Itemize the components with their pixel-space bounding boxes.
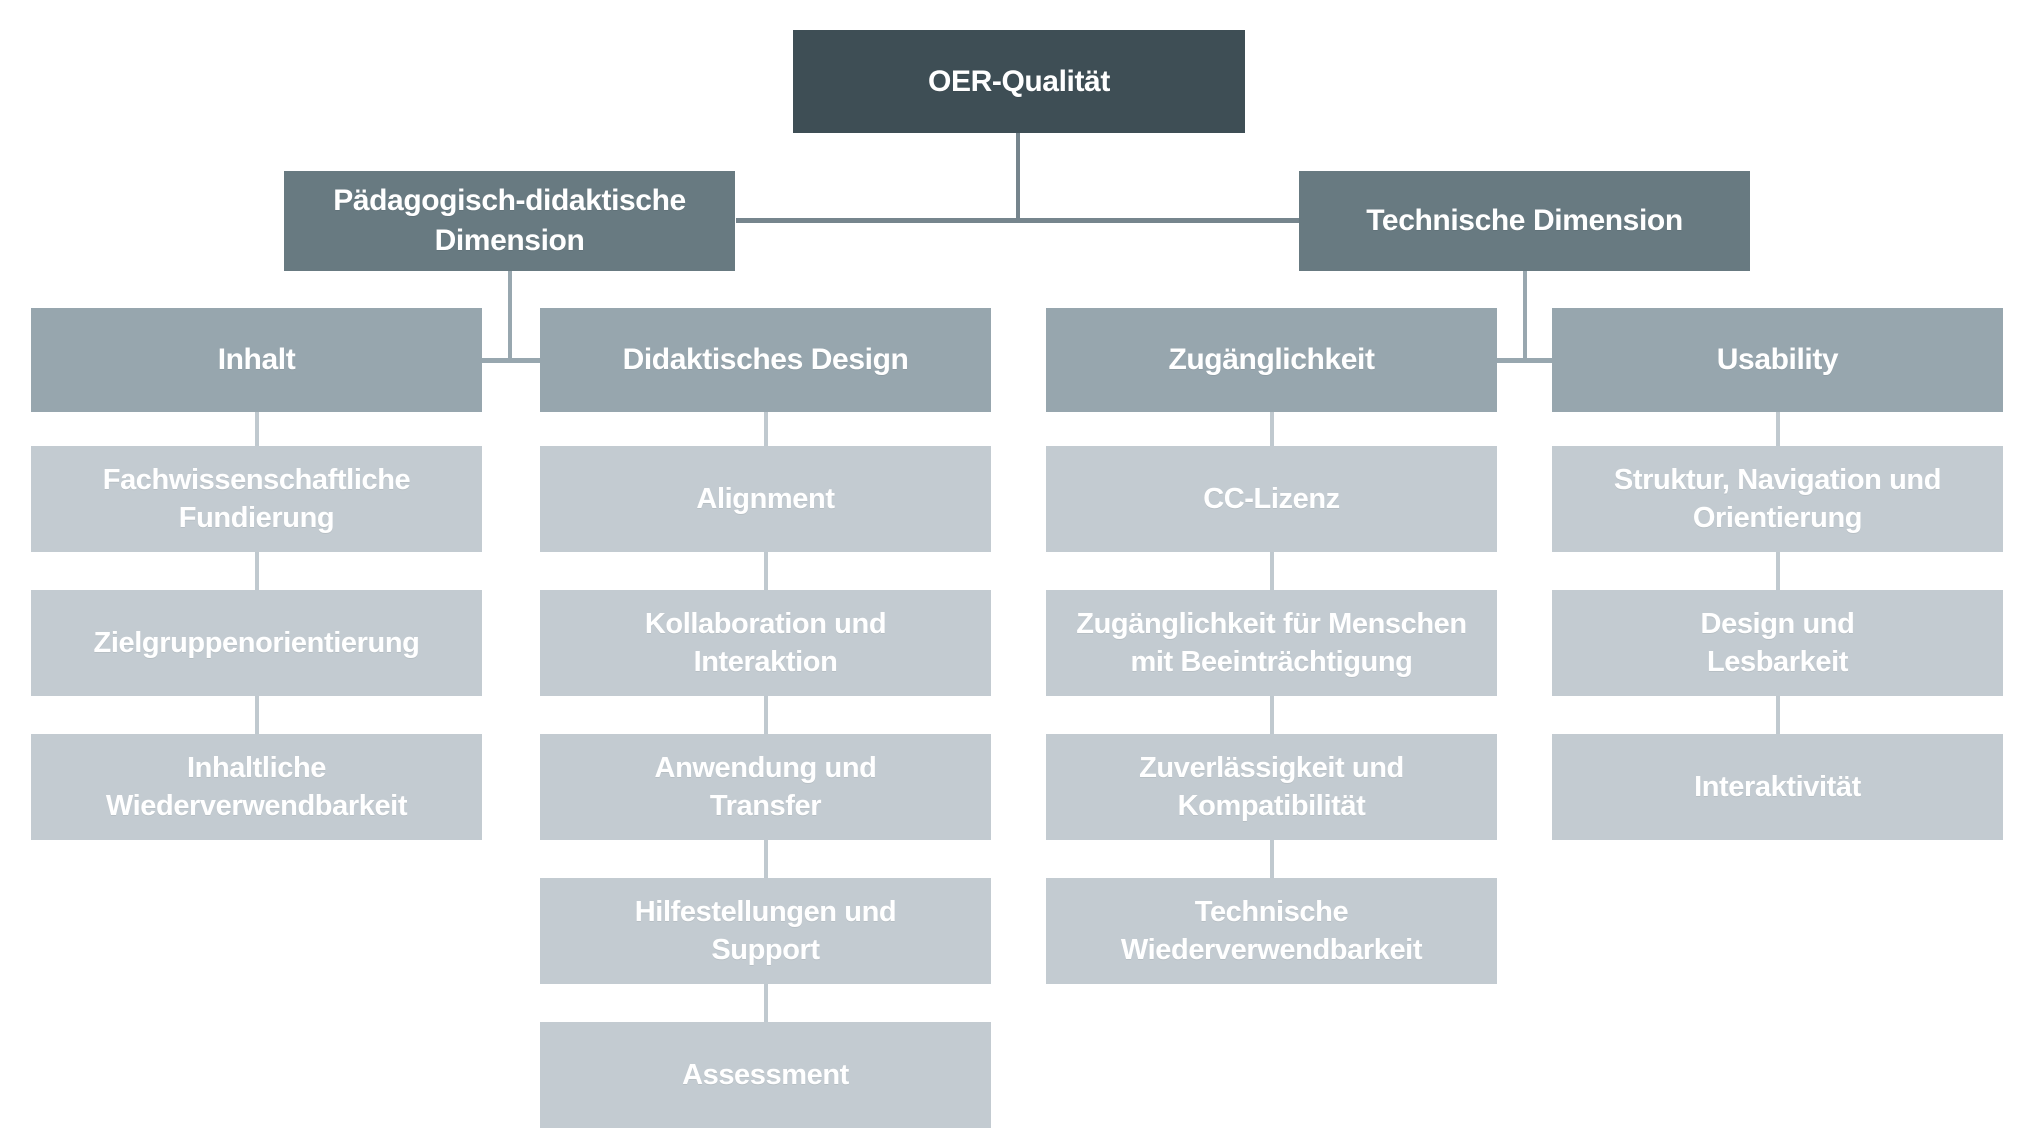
connector-category-gap-1 [1497, 358, 1552, 363]
node-assessment: Assessment [540, 1022, 991, 1128]
connector-root-horizontal [736, 218, 1299, 223]
label-line: Design und [1700, 607, 1855, 640]
label-line: Kollaboration und [644, 607, 887, 640]
node-usability: Usability [1552, 308, 2003, 412]
label-line: Orientierung [1692, 502, 1863, 534]
connector-root-vertical [1016, 133, 1020, 223]
label-line: Lesbarkeit [1706, 646, 1849, 678]
label-line: Interaktion [693, 646, 838, 678]
label-line: Wiederverwendbarkeit [105, 790, 408, 822]
label-line: mit Beeinträchtigung [1130, 646, 1413, 678]
label-line: Kompatibilität [1177, 790, 1366, 822]
label-line: Assessment [682, 1058, 849, 1091]
label-line: Anwendung und [654, 751, 877, 784]
label-line: CC-Lizenz [1203, 482, 1340, 515]
node-inhalt: Inhalt [31, 308, 482, 412]
spine-column-0 [255, 412, 259, 744]
label-line: Zugänglichkeit [1168, 343, 1375, 377]
label-line: Inhalt [217, 343, 296, 377]
label-line: Pädagogisch-didaktische [333, 184, 686, 218]
label-line: Technische [1194, 895, 1349, 928]
node-alignment: Alignment [540, 446, 991, 552]
node-interaktivitaet: Interaktivität [1552, 734, 2003, 840]
label-line: Fachwissenschaftliche [102, 463, 411, 496]
label-line: Struktur, Navigation und [1613, 463, 1942, 496]
label-line: Zielgruppenorientierung [93, 626, 420, 659]
node-zielgruppenorientierung: Zielgruppenorientierung [31, 590, 482, 696]
node-zugaenglichkeit: Zugänglichkeit [1046, 308, 1497, 412]
label-line: OER-Qualität [928, 64, 1110, 98]
label-line: Dimension [434, 224, 585, 257]
node-didaktisches-design: Didaktisches Design [540, 308, 991, 412]
label-line: Alignment [696, 482, 835, 515]
label-line: Fundierung [178, 502, 335, 534]
label-line: Wiederverwendbarkeit [1120, 934, 1423, 966]
spine-column-3 [1776, 412, 1780, 744]
label-line: Inhaltliche [186, 751, 326, 784]
label-line: Didaktisches Design [622, 343, 909, 377]
node-oer-qualitaet: OER-Qualität [793, 30, 1245, 133]
label-line: Zuverlässigkeit und [1139, 751, 1404, 784]
label-line: Usability [1716, 343, 1839, 377]
connector-category-gap-0 [482, 358, 540, 363]
label-line: Hilfestellungen und [634, 895, 897, 928]
label-line: Interaktivität [1694, 770, 1861, 803]
node-cc-lizenz: CC-Lizenz [1046, 446, 1497, 552]
label-line: Support [711, 934, 820, 966]
spine-column-1 [764, 412, 768, 1032]
connector-dimension-0-vertical [508, 271, 512, 363]
label-line: Transfer [709, 790, 822, 822]
connector-dimension-1-vertical [1523, 271, 1527, 363]
node-technische-dimension: Technische Dimension [1299, 171, 1750, 271]
label-line: Zugänglichkeit für Menschen [1076, 607, 1467, 640]
node-zugaenglichkeit-fuer-menschen-mit-beeintraechtigung: Zugänglichkeit für Menschen mit Beeinträc… [1046, 590, 1497, 696]
label-line: Technische Dimension [1366, 204, 1683, 238]
